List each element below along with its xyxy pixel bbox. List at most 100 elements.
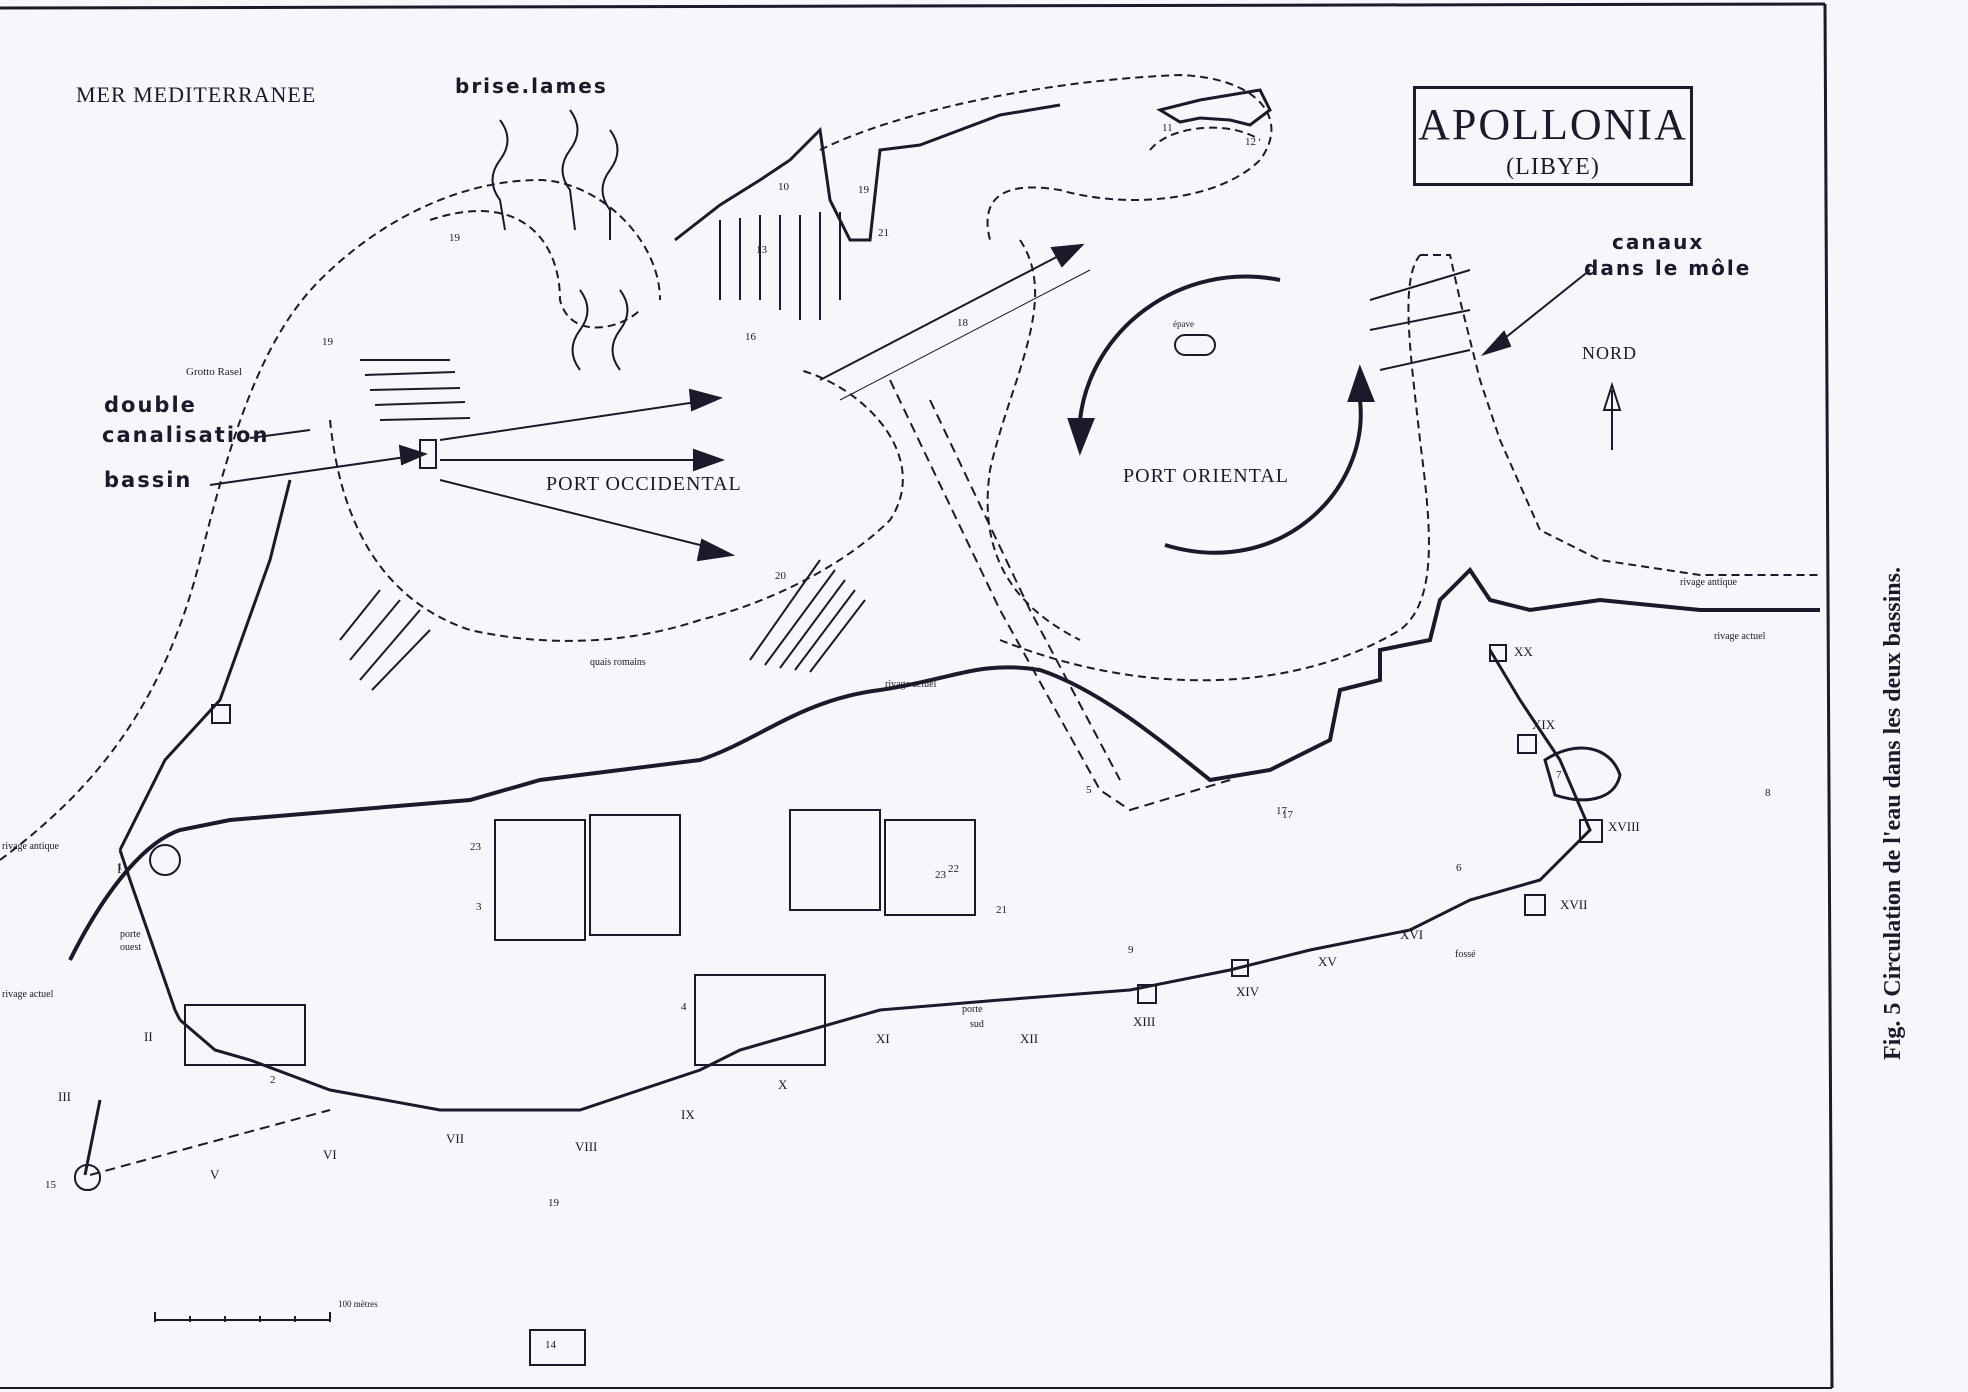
label-fosse: fossé [1455, 949, 1476, 960]
wave-arrow-1 [491, 119, 509, 231]
hatch-south-quay [749, 559, 866, 673]
site-number: 19 [322, 336, 333, 348]
current-shore [68, 566, 1820, 961]
city-wall-southwest [83, 849, 182, 1176]
east-circulation-arc-2 [1164, 399, 1363, 555]
building-block-4-south [529, 1329, 586, 1366]
label-porte-ouest-2: ouest [120, 942, 142, 953]
building-block-23 [494, 819, 586, 941]
tower-XVII [1524, 894, 1546, 916]
figure-caption: Fig. 5 Circulation de l'eau dans les deu… [1880, 567, 1906, 1060]
tower-I [149, 844, 181, 876]
site-number: 5 [1086, 784, 1092, 796]
site-number: 13 [756, 244, 767, 256]
tower-label: XVI [1400, 927, 1424, 942]
flow-arrowhead-3 [696, 538, 736, 562]
ancient-shore-west [0, 178, 661, 861]
tower-label: XV [1318, 954, 1337, 969]
building-block-3 [589, 814, 681, 936]
bassin-pointer [209, 454, 421, 486]
frame-right [1823, 3, 1834, 1389]
site-number: 10 [778, 181, 789, 193]
site-number: 19 [548, 1197, 559, 1209]
east-circulation-arc-1 [1078, 274, 1281, 421]
title-box: APOLLONIA (LIBYE) [1413, 86, 1693, 186]
tower-label: VI [323, 1147, 337, 1162]
wave-arrow-3 [601, 129, 619, 240]
site-number: 16 [745, 331, 756, 343]
tower-label: XIX [1532, 717, 1556, 732]
tower-label: XVII [1560, 897, 1588, 912]
flow-arrow-5 [839, 269, 1091, 401]
site-number: 23 [470, 841, 481, 853]
tower-XX [1489, 644, 1507, 662]
site-number: 9 [1128, 944, 1134, 956]
site-number: 7 [1556, 769, 1562, 781]
site-number: 3 [476, 901, 482, 913]
tower-label: VIII [575, 1139, 598, 1154]
label-porte-sud-2: sud [970, 1019, 984, 1030]
site-number: 23 [935, 869, 946, 881]
label-rivage-antique-left: rivage antique [2, 841, 59, 852]
site-number: 17 [1276, 805, 1287, 817]
tower-XIV [1231, 959, 1249, 977]
site-number: 21 [878, 227, 889, 239]
label-rivage-actuel-center: rivage actuel [885, 679, 937, 690]
shipwreck [1174, 334, 1216, 356]
canaux-pointer-head [1480, 330, 1512, 357]
site-number: 19 [449, 232, 460, 244]
site-number: 17 [1282, 809, 1293, 821]
canaux-arrow-1 [1369, 269, 1471, 301]
site-number: 11 [1162, 122, 1173, 134]
label-epave: épave [1173, 319, 1194, 329]
map-title: APOLLONIA [1418, 100, 1688, 149]
tower-XIX [1517, 734, 1537, 754]
bassin-box [419, 439, 437, 469]
central-mole [889, 379, 1231, 812]
hatch-southwest [339, 589, 431, 691]
wave-arrow-5 [611, 289, 629, 371]
map-subtitle: (LIBYE) [1506, 154, 1600, 180]
site-number: 14 [545, 1339, 556, 1351]
label-canaux: canaux [1612, 230, 1705, 254]
flow-arrow-4 [819, 249, 1071, 381]
label-dans-le-mole: dans le môle [1584, 256, 1752, 280]
tower-XIII [1137, 984, 1157, 1004]
label-north: NORD [1582, 343, 1638, 363]
frame-top [0, 2, 1826, 10]
site-number: 19 [858, 184, 869, 196]
site-number: 12 [1245, 136, 1256, 148]
label-quais: quais romains [590, 657, 646, 668]
label-port-oriental: PORT ORIENTAL [1123, 465, 1289, 487]
flow-arrow-1 [439, 399, 711, 441]
hatch-west-quay [360, 359, 471, 421]
east-mole-inner [986, 239, 1081, 641]
tower-XVIII [1579, 819, 1603, 843]
site-number: 1 [117, 861, 123, 873]
city-wall [118, 479, 1592, 1112]
double-pointer [249, 429, 311, 439]
north-arrow-head [1602, 381, 1622, 411]
canaux-arrow-3 [1379, 349, 1471, 371]
label-rivage-antique-right: rivage antique [1680, 577, 1737, 588]
tower-label: II [144, 1029, 153, 1044]
label-breakwater: brise.lames [455, 74, 608, 98]
west-harbour-basin [329, 369, 904, 642]
building-block-22 [884, 819, 976, 916]
label-rivage-actuel-right: rivage actuel [1714, 631, 1766, 642]
site-number: 18 [957, 317, 968, 329]
site-number: 6 [1456, 862, 1462, 874]
label-bassin: bassin [104, 468, 193, 492]
tower-label: I [117, 861, 122, 876]
east-harbour-basin [999, 254, 1430, 682]
tower-label: XIII [1133, 1014, 1156, 1029]
building-block-6 [694, 974, 826, 1066]
label-rivage-actuel-left: rivage actuel [2, 989, 54, 1000]
central-mole-2 [929, 399, 1121, 781]
tower-label: V [210, 1167, 220, 1182]
headland-rock [674, 103, 1061, 242]
tower-label: VII [446, 1131, 465, 1146]
flow-arrowhead-1 [688, 388, 724, 412]
tower-label: XII [1020, 1031, 1039, 1046]
